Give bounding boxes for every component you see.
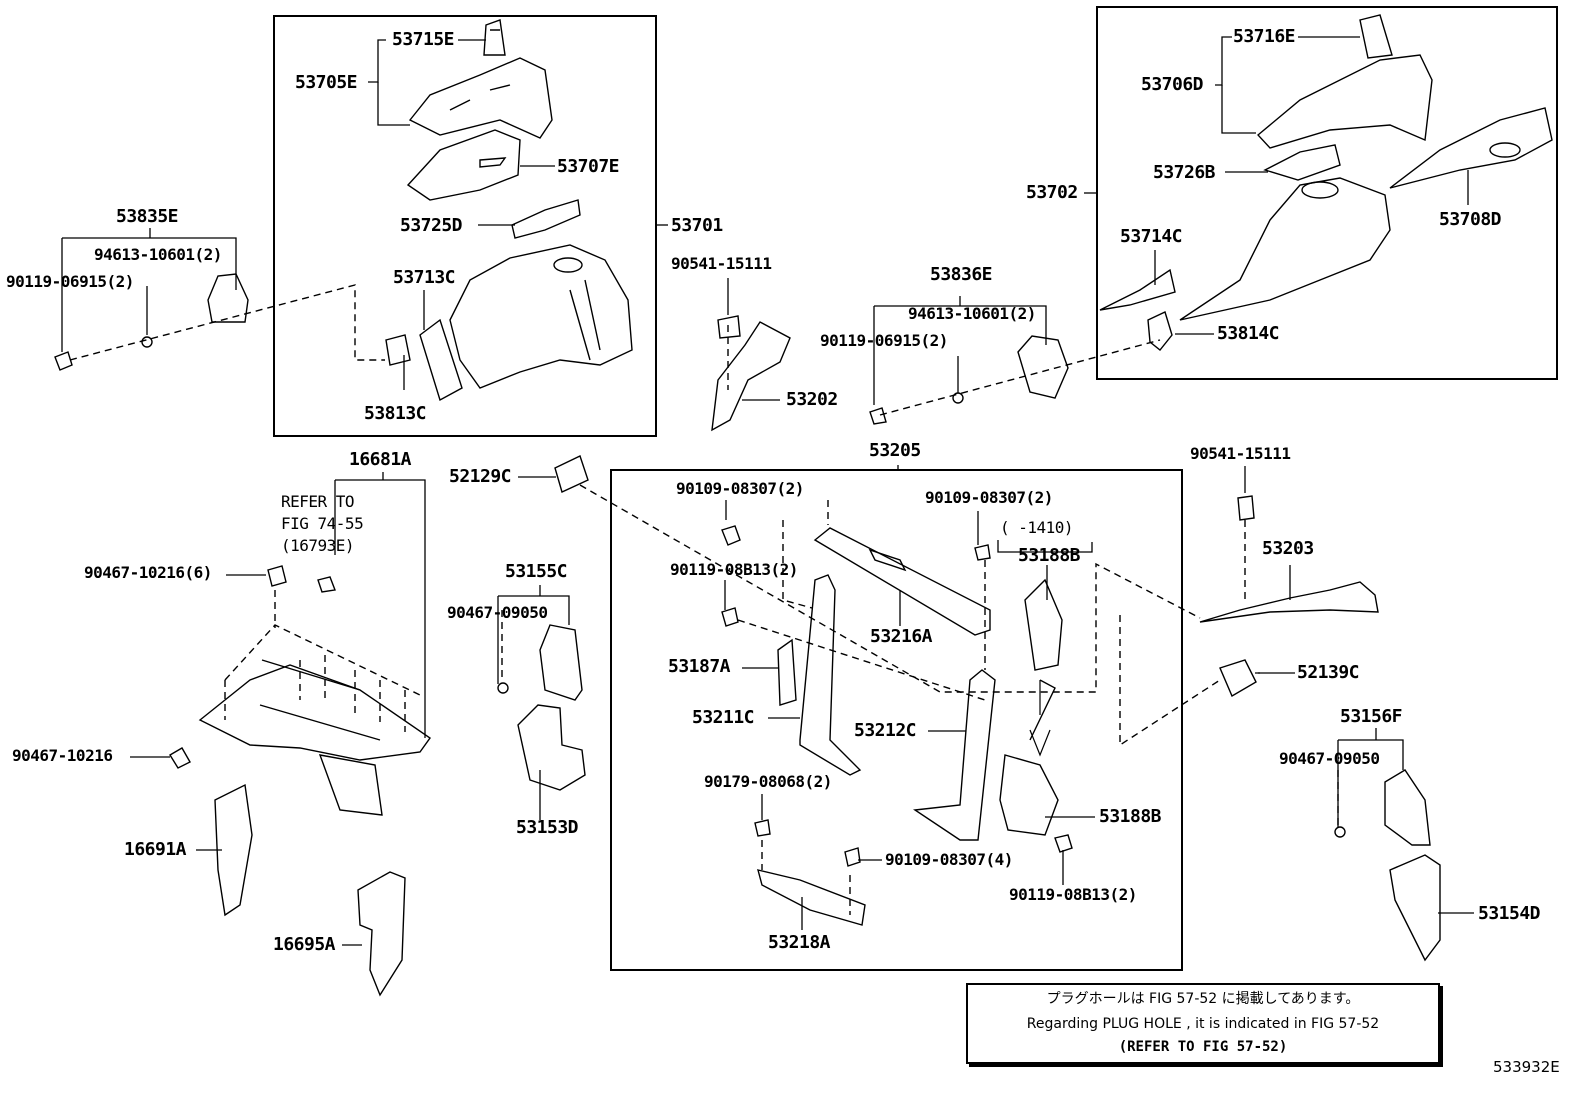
part-label-53813C: 53813C — [364, 403, 427, 424]
part-label-90467-10216: 90467-10216 — [12, 746, 113, 765]
part-label-90541-15111-lower: 90541-15111 — [1190, 444, 1291, 463]
part-label-53705E: 53705E — [295, 72, 358, 93]
part-label-16691A: 16691A — [124, 839, 187, 860]
part-label-53187A: 53187A — [668, 656, 731, 677]
refer-text-line2: FIG 74-55 — [281, 514, 364, 533]
part-label-53203: 53203 — [1262, 538, 1314, 559]
part-label-53155C: 53155C — [505, 561, 568, 582]
part-label-53218A: 53218A — [768, 932, 831, 953]
plug-hole-note: プラグホールは FIG 57-52 に掲載してあります。 Regarding P… — [966, 983, 1440, 1064]
part-sketches — [54, 14, 1553, 997]
part-label-53216A: 53216A — [870, 626, 933, 647]
part-label-90467-09050-left: 90467-09050 — [447, 603, 548, 622]
part-label-94613-10601-left: 94613-10601(2) — [94, 245, 222, 264]
part-label-53205: 53205 — [869, 440, 921, 461]
group-box-53205 — [610, 469, 1183, 971]
part-label-16681A: 16681A — [349, 449, 412, 470]
note-japanese: プラグホールは FIG 57-52 に掲載してあります。 — [1046, 991, 1360, 1007]
part-label-53726B: 53726B — [1153, 162, 1216, 183]
part-label-53188B-upper: 53188B — [1018, 545, 1081, 566]
part-label-52139C: 52139C — [1297, 662, 1360, 683]
part-label-90119-08B13-lower: 90119-08B13(2) — [1009, 885, 1137, 904]
part-label-53707E: 53707E — [557, 156, 620, 177]
note-refer: (REFER TO FIG 57-52) — [1118, 1039, 1288, 1055]
part-label-90541-15111-upper: 90541-15111 — [671, 254, 772, 273]
refer-text-line1: REFER TO — [281, 492, 355, 511]
part-label-53153D: 53153D — [516, 817, 579, 838]
part-label-52129C: 52129C — [449, 466, 512, 487]
part-label-53715E: 53715E — [392, 29, 455, 50]
part-label-53702: 53702 — [1026, 182, 1078, 203]
group-box-53701 — [273, 15, 657, 437]
part-label-53154D: 53154D — [1478, 903, 1541, 924]
part-label-90119-06915-left: 90119-06915(2) — [6, 272, 134, 291]
part-label-53156F: 53156F — [1340, 706, 1403, 727]
refer-text-line3: (16793E) — [281, 536, 355, 555]
part-label-53188B-lower: 53188B — [1099, 806, 1162, 827]
part-label-53725D: 53725D — [400, 215, 463, 236]
part-label-90119-06915-right: 90119-06915(2) — [820, 331, 948, 350]
part-label-53706D: 53706D — [1141, 74, 1204, 95]
part-label-53713C: 53713C — [393, 267, 456, 288]
part-label-90179-08068: 90179-08068(2) — [704, 772, 832, 791]
part-label-90119-08B13-upper: 90119-08B13(2) — [670, 560, 798, 579]
part-label-53708D: 53708D — [1439, 209, 1502, 230]
note-english: Regarding PLUG HOLE , it is indicated in… — [1026, 1016, 1380, 1032]
part-label-53212C: 53212C — [854, 720, 917, 741]
part-label-53202: 53202 — [786, 389, 838, 410]
part-label-53836E: 53836E — [930, 264, 993, 285]
part-label-53835E: 53835E — [116, 206, 179, 227]
part-label-53716E: 53716E — [1233, 26, 1296, 47]
part-label-53701: 53701 — [671, 215, 723, 236]
part-label-90109-08307-4: 90109-08307(4) — [885, 850, 1013, 869]
leader-lines — [61, 36, 1474, 946]
part-label-94613-10601-right: 94613-10601(2) — [908, 304, 1036, 323]
part-label-53814C: 53814C — [1217, 323, 1280, 344]
illustration-id: 533932E — [1493, 1058, 1560, 1076]
part-label-16695A: 16695A — [273, 934, 336, 955]
part-label-90109-08307-right: 90109-08307(2) — [925, 488, 1053, 507]
part-label-53211C: 53211C — [692, 707, 755, 728]
part-label-90467-10216-6: 90467-10216(6) — [84, 563, 212, 582]
part-label-90109-08307-left: 90109-08307(2) — [676, 479, 804, 498]
group-box-53702 — [1096, 6, 1558, 380]
part-label-53714C: 53714C — [1120, 226, 1183, 247]
part-label-90467-09050-right: 90467-09050 — [1279, 749, 1380, 768]
date-range-label: ( -1410) — [1000, 518, 1074, 537]
